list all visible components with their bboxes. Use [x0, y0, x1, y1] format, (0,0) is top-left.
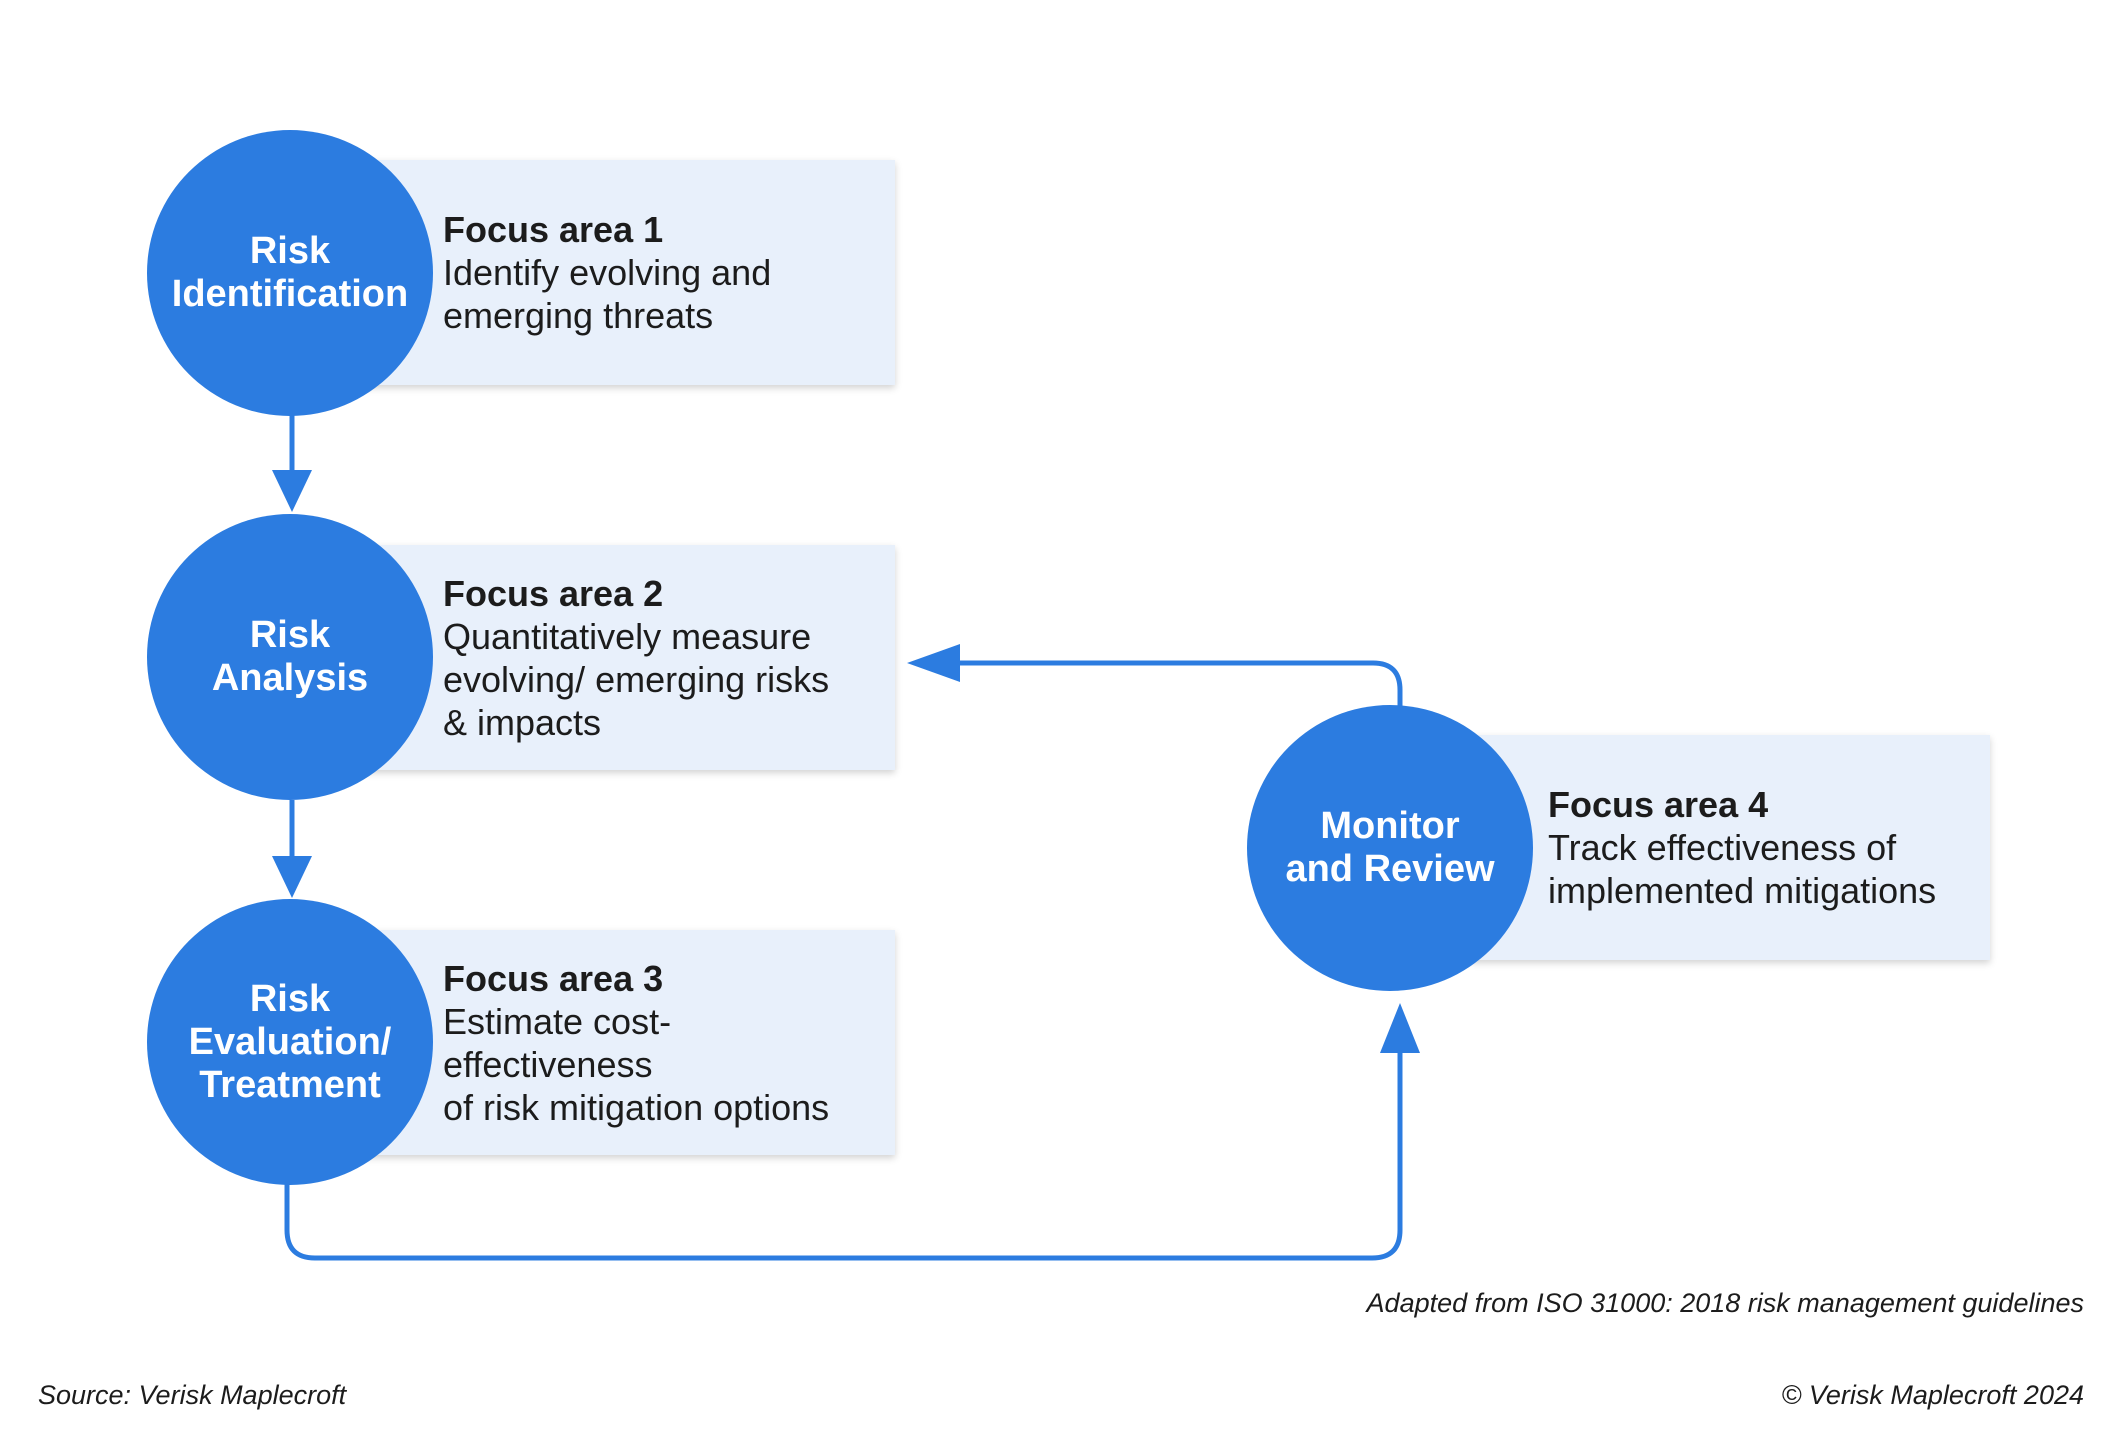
source-note: Source: Verisk Maplecroft: [38, 1380, 347, 1410]
focus-area-description: Track effectiveness of implemented mitig…: [1548, 827, 1937, 911]
focus-area-description: Quantitatively measure evolving/ emergin…: [443, 615, 830, 743]
step-label: Monitor and Review: [1285, 805, 1495, 890]
focus-area-title: Focus area 2: [443, 572, 664, 614]
step-label: Risk Analysis: [211, 614, 369, 699]
focus-area-description: Estimate cost-effectiveness of risk miti…: [443, 1000, 830, 1128]
step-label: Risk Evaluation/ Treatment: [188, 977, 392, 1106]
arrowhead-down-1: [272, 470, 312, 512]
arrowhead-down-2: [272, 856, 312, 898]
arrowhead-left-analysis: [907, 644, 960, 682]
step-circle-risk-evaluation-treatment: Risk Evaluation/ Treatment: [147, 899, 433, 1185]
focus-area-title: Focus area 3: [443, 957, 664, 999]
arrowhead-up-monitor: [1380, 1003, 1420, 1053]
step-circle-monitor-and-review: Monitor and Review: [1247, 705, 1533, 991]
step-circle-risk-identification: Risk Identification: [147, 130, 433, 416]
copyright-note: © Verisk Maplecroft 2024: [1781, 1380, 2084, 1410]
step-circle-risk-analysis: Risk Analysis: [147, 514, 433, 800]
focus-card-4: Focus area 4 Track effectiveness of impl…: [1470, 735, 1990, 960]
focus-card-1: Focus area 1 Identify evolving and emerg…: [365, 160, 895, 385]
focus-area-title: Focus area 1: [443, 209, 664, 250]
arrow-monitor-to-analysis: [955, 660, 1403, 710]
arrow-evaluation-to-monitor: [284, 1048, 1403, 1261]
focus-card-2: Focus area 2 Quantitatively measure evol…: [365, 545, 895, 770]
focus-area-description: Identify evolving and emerging threats: [443, 252, 772, 336]
focus-area-title: Focus area 4: [1548, 784, 1769, 825]
adapted-from-note: Adapted from ISO 31000: 2018 risk manage…: [1366, 1288, 2084, 1318]
step-label: Risk Identification: [171, 230, 409, 315]
focus-card-3: Focus area 3 Estimate cost-effectiveness…: [365, 930, 895, 1155]
